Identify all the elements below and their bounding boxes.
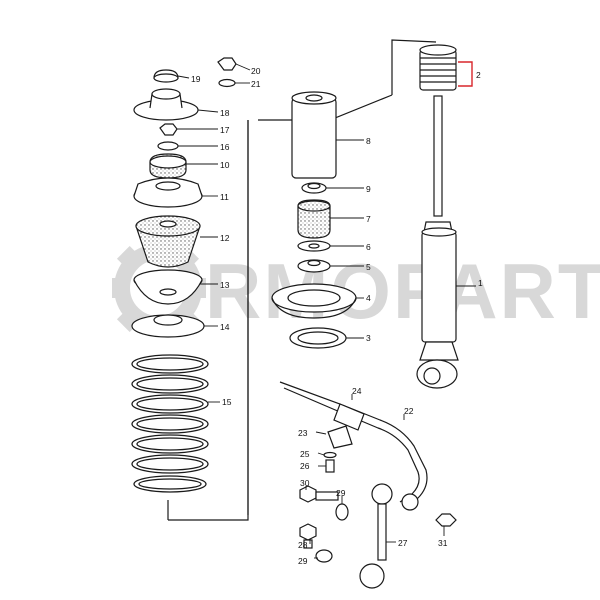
- bolt-28-head: [299, 523, 317, 541]
- washer-29-upper: [335, 503, 349, 521]
- callout-21: 21: [251, 79, 261, 89]
- dust-boot-8: [291, 97, 337, 179]
- callout-20: 20: [251, 66, 261, 76]
- callout-25: 25: [300, 449, 310, 459]
- bar-end: [401, 493, 419, 511]
- link-27-rod: [377, 503, 387, 561]
- callout-10: 10: [220, 160, 230, 170]
- bump-stop-7-top: [297, 200, 331, 212]
- callout-29: 29: [298, 556, 308, 566]
- pad-14-hub: [153, 314, 183, 326]
- callout-17: 17: [220, 125, 230, 135]
- callout-7: 7: [366, 214, 371, 224]
- callout-4: 4: [366, 293, 371, 303]
- callout-2-highlight: [458, 61, 473, 87]
- stabilizer-bar-22: [279, 381, 428, 509]
- plate-11-hub: [155, 181, 181, 191]
- cap-2-top: [419, 44, 457, 56]
- callout-28: 28: [298, 540, 308, 550]
- callout-19: 19: [191, 74, 201, 84]
- washer-29-lower: [315, 549, 333, 563]
- bolt-30-head: [299, 485, 317, 503]
- spacer-5-hole: [307, 259, 321, 267]
- nut-9-hole: [307, 182, 321, 190]
- bolt-28-shank: [303, 539, 313, 549]
- ring-3-inner: [297, 331, 339, 345]
- callout-6: 6: [366, 242, 371, 252]
- callout-9: 9: [366, 184, 371, 194]
- callout-31: 31: [438, 538, 448, 548]
- washer-25: [323, 451, 337, 459]
- callout-23: 23: [298, 428, 308, 438]
- dust-boot-8-hole: [305, 94, 323, 102]
- callout-11: 11: [220, 192, 229, 202]
- shock-lower: [419, 341, 459, 361]
- callout-8: 8: [366, 136, 371, 146]
- shock-body-top: [421, 227, 457, 237]
- callout-13: 13: [220, 280, 230, 290]
- callout-3: 3: [366, 333, 371, 343]
- watermark-text: RMOPARTS: [205, 247, 600, 335]
- seat-4-inner: [287, 289, 341, 307]
- callout-24: 24: [352, 386, 362, 396]
- top-mount-assembly: [131, 57, 237, 338]
- callout-26: 26: [300, 461, 310, 471]
- buffer-12-hole: [159, 220, 177, 228]
- shock-absorber-1: [416, 44, 459, 389]
- callout-2: 2: [476, 70, 481, 80]
- leader-lines: [177, 63, 476, 559]
- clamp-23: [327, 425, 353, 449]
- link-27-top-eye: [371, 483, 393, 505]
- callout-14: 14: [220, 322, 230, 332]
- callout-22: 22: [404, 406, 414, 416]
- callout-29: 29: [336, 488, 346, 498]
- seat-4-rim: [271, 297, 357, 319]
- stabilizer-parts: [299, 403, 457, 589]
- lower-eye-bush: [423, 367, 441, 385]
- nut-31: [435, 513, 457, 527]
- callout-labels: 1234567891011121314151617181920212223242…: [191, 66, 483, 566]
- cap-19-rim: [153, 73, 179, 83]
- bar-bushing-24: [333, 403, 365, 431]
- bolt-26: [325, 459, 335, 473]
- callout-27: 27: [398, 538, 408, 548]
- seat-13-hole: [159, 288, 177, 296]
- link-27-bottom-eye: [359, 563, 385, 589]
- callout-15: 15: [222, 397, 232, 407]
- washer-16: [157, 141, 179, 151]
- piston-rod: [433, 95, 443, 217]
- washer-21: [218, 78, 236, 88]
- callout-16: 16: [220, 142, 230, 152]
- coil-spring-15: [131, 354, 209, 493]
- nut-20: [217, 57, 237, 71]
- mount-plate-18-top: [151, 88, 181, 100]
- callout-18: 18: [220, 108, 230, 118]
- callout-5: 5: [366, 262, 371, 272]
- shock-body: [421, 231, 457, 343]
- callout-1: 1: [478, 278, 483, 288]
- center-column-parts: [271, 91, 357, 349]
- frame-lines: [167, 39, 437, 521]
- washer-6-hole: [308, 243, 320, 249]
- cap-2-ribs: [420, 57, 456, 83]
- nut-17: [159, 123, 178, 136]
- bushing-10-top: [149, 155, 187, 169]
- callout-12: 12: [220, 233, 230, 243]
- callout-30: 30: [300, 478, 310, 488]
- bolt-30-shank: [315, 491, 339, 501]
